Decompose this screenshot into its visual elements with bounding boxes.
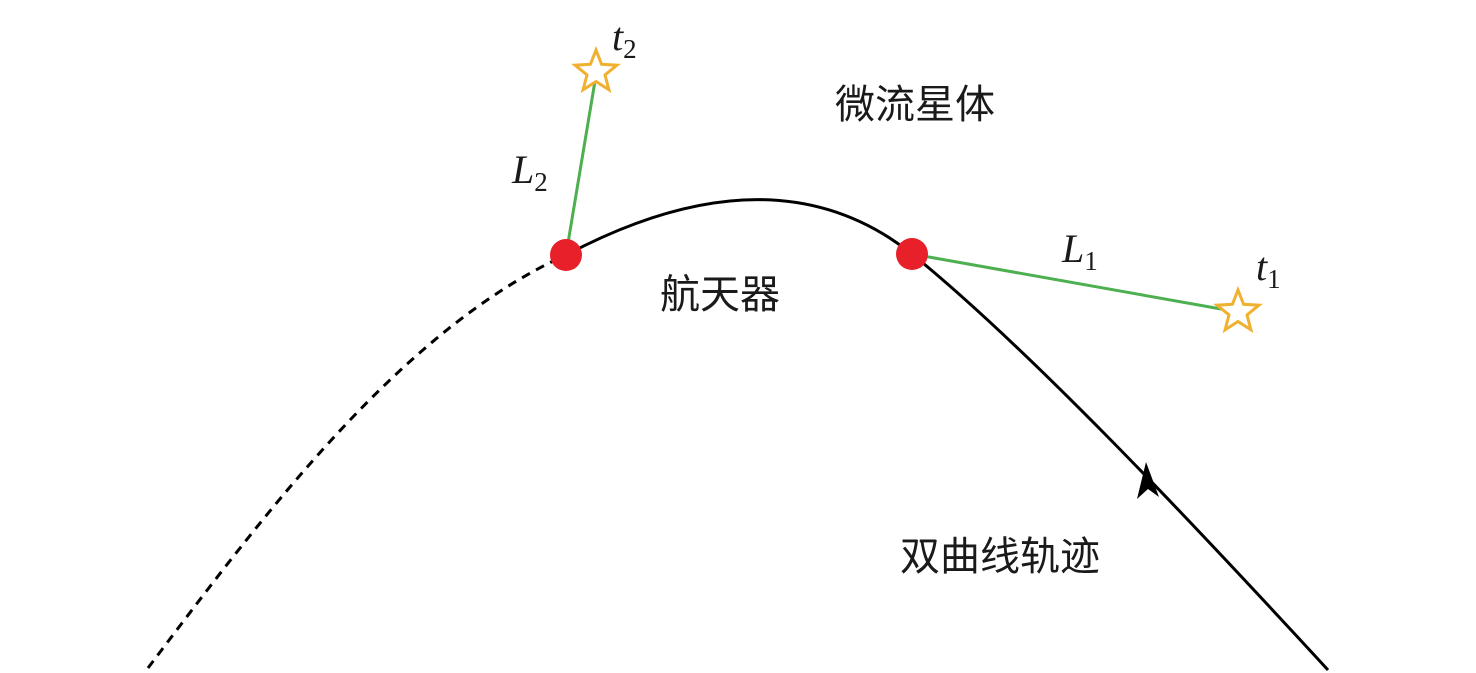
distance-label-L2: L2	[511, 147, 548, 197]
trajectory-solid-segment	[565, 198, 1330, 672]
target-label-t1: t1	[1256, 244, 1281, 294]
sight-line-L2	[564, 74, 598, 256]
target-label-t2: t2	[612, 14, 637, 64]
spacecraft-position-2	[896, 238, 928, 270]
trajectory-dashed-segment	[146, 253, 567, 669]
sight-line-L1	[911, 252, 1239, 314]
target-star-t2-icon	[571, 45, 621, 94]
direction-arrowhead-icon	[1137, 462, 1159, 499]
distance-label-L1: L1	[1061, 226, 1098, 276]
trajectory-label: 双曲线轨迹	[900, 534, 1100, 580]
spacecraft-position-1	[550, 239, 582, 271]
spacecraft-label: 航天器	[660, 272, 780, 318]
target-star-t1-icon	[1213, 285, 1263, 334]
meteoroid-label: 微流星体	[835, 82, 995, 128]
